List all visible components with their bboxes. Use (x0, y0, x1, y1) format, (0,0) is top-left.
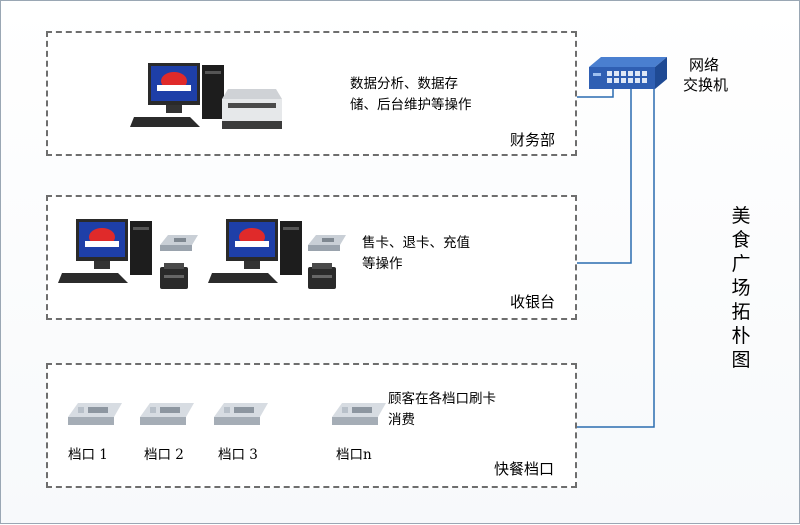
terminal-label-2: 档口 2 (144, 447, 184, 463)
cashier-description: 售卡、退卡、充值 等操作 (362, 233, 470, 275)
title-char: 美 (731, 205, 751, 227)
cashier-zone: 售卡、退卡、充值 等操作 收银台 (46, 195, 577, 320)
cashier-label: 收银台 (510, 293, 556, 311)
link-fastfood (577, 89, 655, 428)
pos-terminal-icon (68, 403, 122, 425)
finance-desc-line1: 数据分析、数据存 (350, 76, 458, 92)
switch-label-line2: 交换机 (683, 76, 729, 94)
finance-desc-line2: 储、后台维护等操作 (350, 97, 472, 113)
link-finance (577, 87, 614, 98)
terminal-label-n: 档口n (336, 447, 372, 463)
cashier-desc-line2: 等操作 (362, 256, 403, 272)
card-reader-icon (308, 235, 346, 251)
title-char: 拓 (731, 301, 751, 323)
switch-label: 网络 交换机 (683, 55, 728, 95)
pos-terminal-icon (140, 403, 194, 425)
title-char: 图 (731, 349, 751, 371)
title-char: 朴 (731, 325, 751, 347)
receipt-printer-icon (160, 263, 188, 289)
computer-icon (58, 219, 152, 283)
cashier-desc-line1: 售卡、退卡、充值 (362, 235, 470, 251)
finance-zone: 数据分析、数据存 储、后台维护等操作 财务部 (46, 31, 577, 156)
terminal-label-3: 档口 3 (218, 447, 258, 463)
computer-icon (208, 219, 302, 283)
fastfood-zone: 档口 1 档口 2 档口 3 档口n 顾客在各档口刷卡 消费 快餐档口 (46, 363, 577, 488)
fastfood-desc-line1: 顾客在各档口刷卡 (388, 391, 496, 407)
link-cashier (577, 89, 632, 264)
switch-label-line1: 网络 (689, 56, 720, 74)
diagram-title: 美 食 广 场 拓 朴 图 (729, 204, 753, 372)
pos-terminal-icon (214, 403, 268, 425)
finance-description: 数据分析、数据存 储、后台维护等操作 (350, 74, 472, 116)
title-char: 场 (731, 277, 751, 299)
pos-terminal-icon (332, 403, 386, 425)
title-char: 食 (731, 229, 751, 251)
title-char: 广 (731, 253, 751, 275)
terminal-label-1: 档口 1 (68, 447, 108, 463)
printer-icon (222, 89, 282, 129)
fastfood-description: 顾客在各档口刷卡 消费 (388, 389, 496, 431)
fastfood-label: 快餐档口 (494, 460, 555, 478)
card-reader-icon (160, 235, 198, 251)
fastfood-desc-line2: 消费 (388, 412, 415, 428)
computer-icon (130, 63, 224, 127)
finance-label: 财务部 (510, 131, 556, 149)
receipt-printer-icon (308, 263, 336, 289)
network-switch-icon (589, 57, 667, 89)
